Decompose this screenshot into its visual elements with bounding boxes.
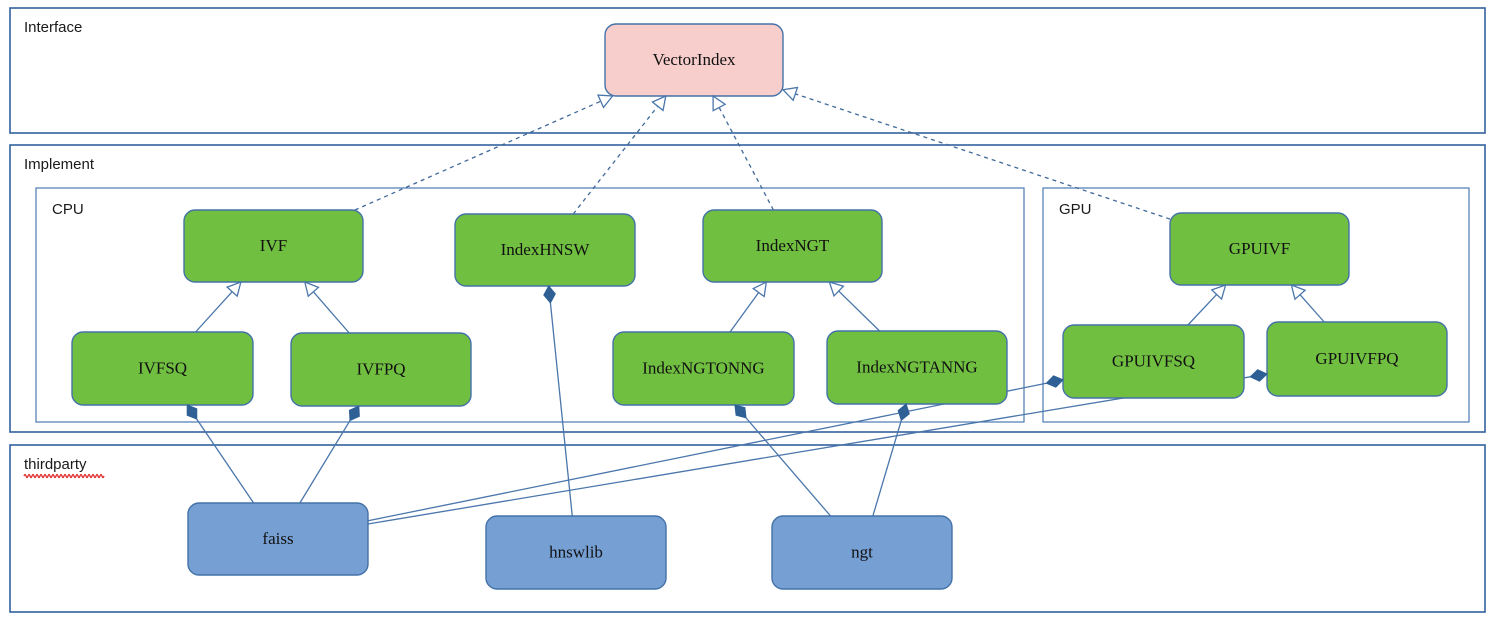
arrowhead-hollow-triangle-ivfpq-to-ivf [303, 280, 320, 298]
arrowhead-filled-diamond-faiss-to-gpuivfpq [1249, 369, 1268, 382]
edge-composition-ngt-to-indexngtonng [745, 417, 832, 517]
class-node-faiss[interactable]: faiss [187, 502, 369, 576]
edge-inheritance-ivfsq-to-ivf [195, 291, 233, 333]
arrowhead-hollow-triangle-indexngtonng-to-indexngt [751, 280, 768, 298]
edge-composition-hnswlib-to-indexhnsw [549, 302, 573, 517]
edge-composition-ngt-to-indexngtanng [872, 420, 902, 517]
class-node-label-ngt: ngt [851, 542, 873, 561]
class-node-box-hnswlib[interactable] [485, 515, 667, 590]
class-node-ivfpq[interactable]: IVFPQ [290, 332, 472, 407]
edge-realization-ivf-to-vectorindex [354, 100, 601, 211]
arrowhead-hollow-triangle-indexhnsw-to-vectorindex [651, 94, 667, 112]
edge-realization-indexngt-to-vectorindex [718, 107, 775, 211]
class-node-box-gpuivf[interactable] [1169, 212, 1350, 286]
class-node-indexngt[interactable]: IndexNGT [702, 209, 883, 283]
group-label-thirdparty: thirdparty [24, 456, 87, 473]
class-node-hnswlib[interactable]: hnswlib [485, 515, 667, 590]
class-node-gpuivfpq[interactable]: GPUIVFPQ [1266, 321, 1448, 397]
arrowhead-filled-diamond-faiss-to-ivfpq [348, 405, 360, 422]
arrowhead-hollow-triangle-gpuivfsq-to-gpuivf [1210, 283, 1227, 301]
class-node-box-faiss[interactable] [187, 502, 369, 576]
group-label-cpu: CPU [52, 201, 84, 218]
class-node-box-indexngtanng[interactable] [826, 330, 1008, 405]
class-node-box-ivfpq[interactable] [290, 332, 472, 407]
arrowhead-hollow-triangle-indexngt-to-vectorindex [712, 94, 727, 112]
class-node-label-indexngtonng: IndexNGTONNG [642, 358, 764, 377]
class-node-box-vectorindex[interactable] [604, 23, 784, 97]
class-node-indexngtanng[interactable]: IndexNGTANNG [826, 330, 1008, 405]
class-node-box-indexngt[interactable] [702, 209, 883, 283]
edge-inheritance-indexngtonng-to-indexngt [729, 292, 760, 333]
class-node-label-ivfpq: IVFPQ [356, 359, 405, 378]
edge-composition-faiss-to-gpuivfsq [367, 382, 1047, 522]
class-node-box-ivfsq[interactable] [71, 331, 254, 406]
edge-composition-faiss-to-ivfpq [299, 420, 351, 504]
class-node-label-vectorindex: VectorIndex [652, 50, 736, 69]
class-node-label-ivf: IVF [260, 236, 287, 255]
class-node-ivfsq[interactable]: IVFSQ [71, 331, 254, 406]
class-node-label-gpuivfpq: GPUIVFPQ [1315, 349, 1398, 368]
edge-inheritance-gpuivfsq-to-gpuivf [1187, 294, 1218, 326]
arrowhead-hollow-triangle-ivfsq-to-ivf [225, 280, 242, 298]
edge-realization-gpuivf-to-vectorindex [795, 93, 1171, 220]
arrowhead-filled-diamond-faiss-to-ivfsq [186, 404, 198, 420]
class-node-gpuivf[interactable]: GPUIVF [1169, 212, 1350, 286]
class-node-indexngtonng[interactable]: IndexNGTONNG [612, 331, 795, 406]
class-node-box-indexngtonng[interactable] [612, 331, 795, 406]
edge-realization-indexhnsw-to-vectorindex [572, 105, 659, 215]
edge-inheritance-gpuivfpq-to-gpuivf [1299, 294, 1325, 323]
edge-inheritance-ivfpq-to-ivf [312, 291, 350, 334]
class-node-box-ivf[interactable] [183, 209, 364, 283]
class-node-label-indexhnsw: IndexHNSW [501, 240, 591, 259]
class-node-box-gpuivfsq[interactable] [1062, 324, 1245, 399]
class-node-label-hnswlib: hnswlib [549, 542, 603, 561]
class-node-label-gpuivfsq: GPUIVFSQ [1112, 351, 1195, 370]
class-node-label-indexngtanng: IndexNGTANNG [856, 357, 977, 376]
arrowhead-filled-diamond-ngt-to-indexngtanng [897, 403, 910, 422]
relationships-layer [195, 93, 1325, 525]
group-label-gpu: GPU [1059, 201, 1092, 218]
class-node-gpuivfsq[interactable]: GPUIVFSQ [1062, 324, 1245, 399]
arrowhead-filled-diamond-faiss-to-gpuivfsq [1045, 375, 1064, 388]
class-node-label-faiss: faiss [262, 529, 293, 548]
arrowhead-filled-diamond-ngt-to-indexngtonng [734, 404, 747, 419]
arrowhead-hollow-triangle-gpuivfpq-to-gpuivf [1290, 283, 1307, 301]
class-node-indexhnsw[interactable]: IndexHNSW [454, 213, 636, 287]
class-node-box-indexhnsw[interactable] [454, 213, 636, 287]
group-label-interface: Interface [24, 19, 82, 36]
arrowhead-filled-diamond-hnswlib-to-indexhnsw [543, 285, 556, 304]
arrowhead-hollow-triangle-ivf-to-vectorindex [596, 94, 614, 109]
class-node-ivf[interactable]: IVF [183, 209, 364, 283]
edge-inheritance-indexngtanng-to-indexngt [838, 290, 881, 332]
class-node-vectorindex[interactable]: VectorIndex [604, 23, 784, 97]
class-node-box-gpuivfpq[interactable] [1266, 321, 1448, 397]
edge-composition-faiss-to-ivfsq [196, 418, 255, 504]
arrowhead-hollow-triangle-indexngtanng-to-indexngt [828, 281, 845, 298]
edge-composition-faiss-to-gpuivfpq [367, 376, 1251, 525]
class-node-ngt[interactable]: ngt [771, 515, 953, 590]
class-node-box-ngt[interactable] [771, 515, 953, 590]
class-node-label-indexngt: IndexNGT [756, 236, 830, 255]
class-node-label-gpuivf: GPUIVF [1229, 239, 1290, 258]
class-node-label-ivfsq: IVFSQ [138, 358, 187, 377]
arrowhead-hollow-triangle-gpuivf-to-vectorindex [781, 86, 799, 102]
arrowheads-layer [186, 86, 1307, 422]
group-label-implement: Implement [24, 156, 95, 173]
spellcheck-underline-thirdparty [23, 473, 105, 479]
